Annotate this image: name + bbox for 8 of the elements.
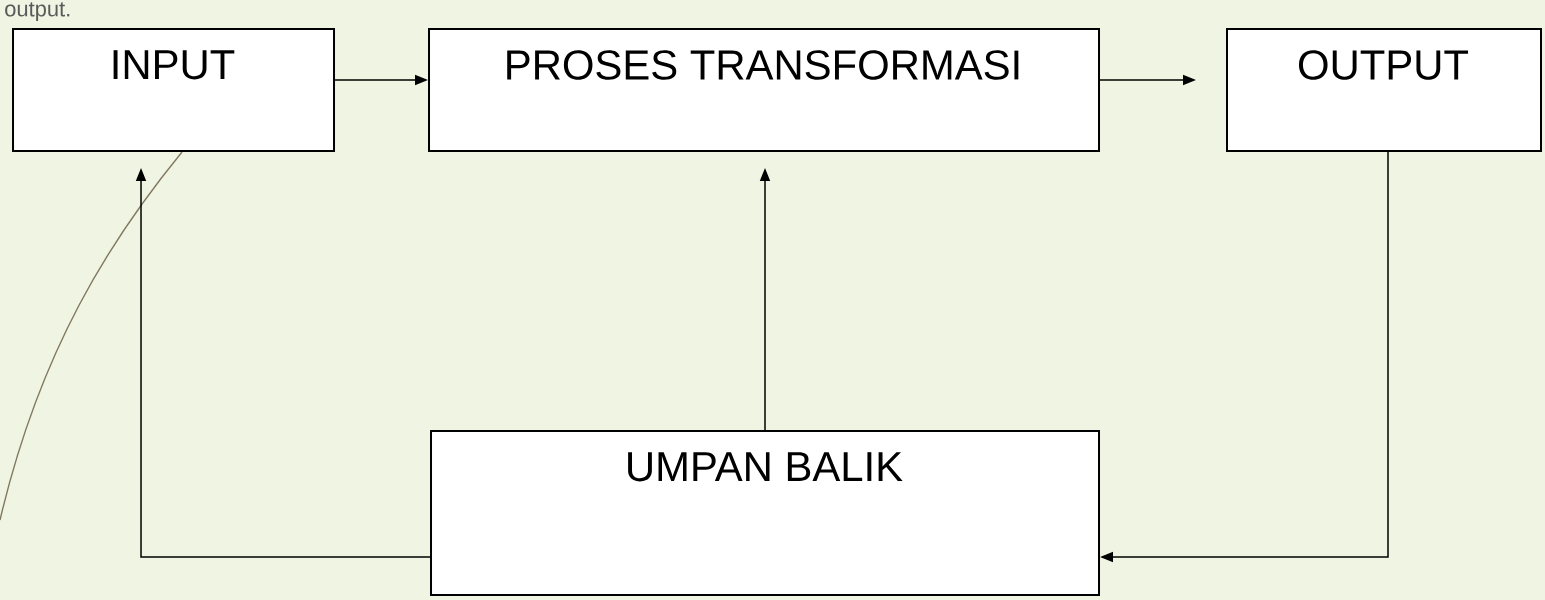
process-box xyxy=(12,28,335,152)
process-box xyxy=(430,430,1100,596)
box-label: PROSES TRANSFORMASI xyxy=(507,50,1019,80)
box-label: OUTPUT xyxy=(1299,50,1469,80)
box-label: INPUT xyxy=(113,50,235,80)
process-box xyxy=(1226,28,1542,152)
process-box xyxy=(428,28,1100,152)
box-label: UMPAN BALIK xyxy=(628,452,903,482)
